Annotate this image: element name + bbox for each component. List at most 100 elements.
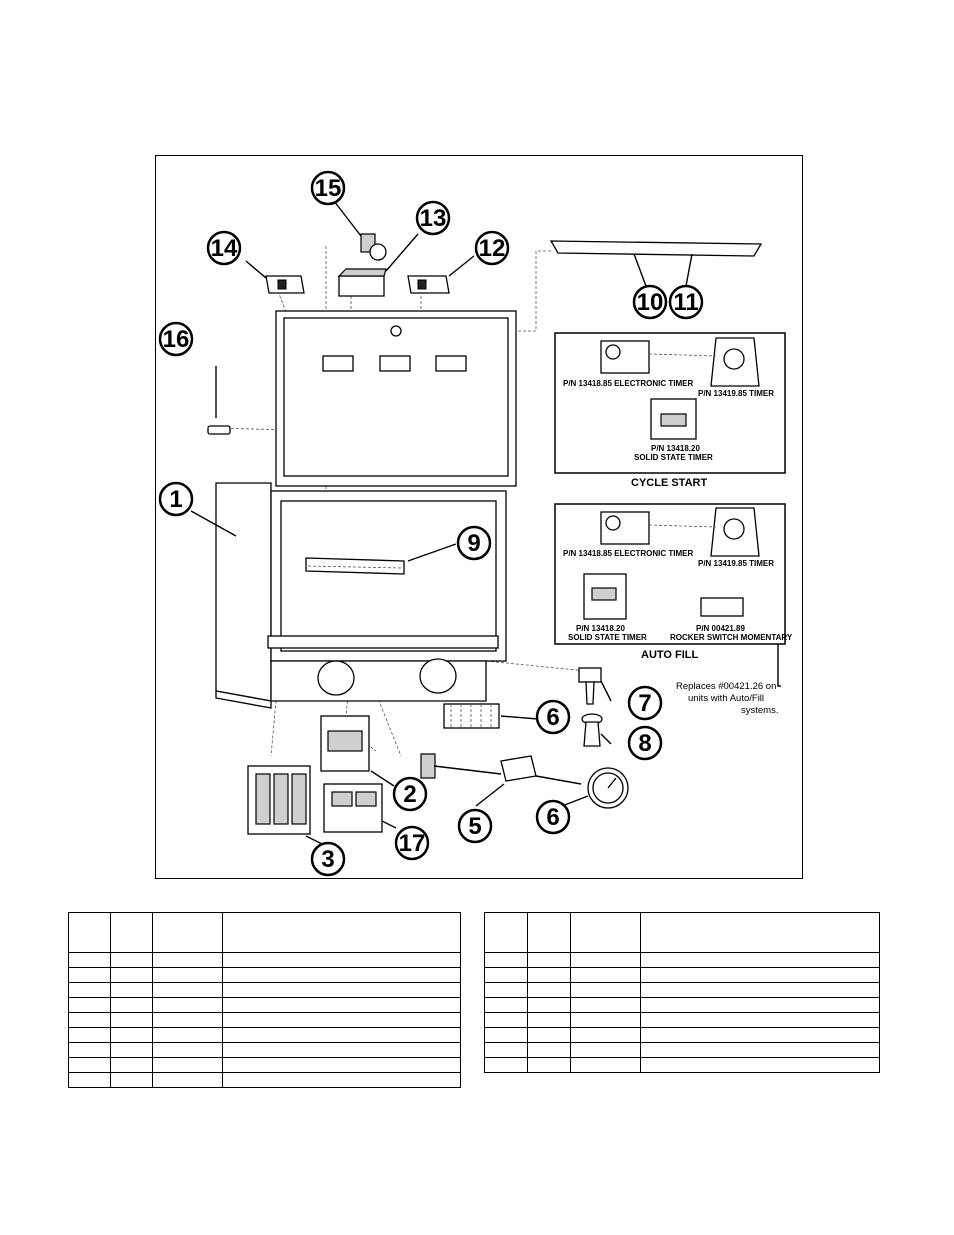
table-cell [109,1027,153,1043]
callout-label-6: 6 [546,804,559,831]
callout-label-6: 6 [546,704,559,731]
table-cell [109,912,153,953]
table-cell [569,1042,641,1058]
table-cell [109,1057,153,1073]
table-cell [221,1072,462,1088]
callout-label-3: 3 [321,846,334,873]
auto-solid-state-label: SOLID STATE TIMER [568,633,647,642]
terminal-block-6 [443,703,500,729]
table-cell [68,1057,111,1073]
table-row [484,982,881,998]
table-cell [68,1042,111,1058]
replaces-note: Replaces #00421.26 on units with Auto/Fi… [676,681,778,716]
callout-circle-5 [457,808,493,844]
callout-label-8: 8 [638,730,651,757]
note-line-3: systems. [741,705,778,716]
toggle-switch-7 [578,667,602,705]
lock-13 [337,268,387,297]
table-row [68,1042,462,1058]
cycle-electronic-timer: P/N 13418.85 ELECTRONIC TIMER [563,379,693,388]
table-row [68,1072,462,1088]
table-cell [221,997,462,1013]
table-cell [526,967,571,983]
table-cell [109,967,153,983]
table-cell [639,1012,881,1028]
table-cell [484,997,528,1013]
note-line-1: Replaces #00421.26 on [676,681,776,692]
callout-label-14: 14 [211,235,238,262]
table-cell [639,912,881,953]
table-cell [109,952,153,968]
cycle-start-box: P/N 13418.85 ELECTRONIC TIMER P/N 13419.… [554,332,786,489]
callout-circle-16 [158,321,194,357]
callout-circle-1 [158,481,194,517]
main-housing [215,482,507,709]
table-row [68,1057,462,1073]
table-cell [68,982,111,998]
table-cell [109,1072,153,1088]
callout-circle-15 [310,170,346,206]
table-cell [639,1057,881,1073]
table-cell [221,912,462,953]
table-cell [569,952,641,968]
table-cell [68,997,111,1013]
table-cell [526,952,571,968]
table-row [484,1027,881,1043]
parts-table-right [484,912,881,1073]
table-cell [569,912,641,953]
table-cell [639,982,881,998]
table-cell [569,967,641,983]
switch-14 [265,275,305,294]
auto-rocker-label: ROCKER SWITCH MOMENTARY [670,633,793,642]
cycle-timer: P/N 13419.85 TIMER [698,389,774,398]
table-header-row [484,912,881,953]
table-cell [221,952,462,968]
probe-5 [420,753,582,785]
table-cell [151,1057,223,1073]
table-row [68,1027,462,1043]
callout-circle-2 [392,776,428,812]
control-panel-door [275,310,517,487]
callout-circle-10 [632,284,668,320]
table-cell [109,997,153,1013]
overload-17 [323,783,383,833]
auto-fill-title: AUTO FILL [641,649,699,661]
table-cell [221,1057,462,1073]
table-row [68,967,462,983]
table-row [484,967,881,983]
table-cell [484,1012,528,1028]
table-cell [151,1042,223,1058]
callout-label-11: 11 [673,289,698,316]
table-cell [526,1012,571,1028]
table-cell [526,982,571,998]
table-cell [68,912,111,953]
table-cell [68,1072,111,1088]
cycle-start-title: CYCLE START [631,477,707,489]
callout-circle-8 [627,725,663,761]
callout-label-5: 5 [468,813,481,840]
callout-label-13: 13 [420,205,447,232]
switch-12 [407,275,450,294]
diagram-canvas: P/N 13418.85 ELECTRONIC TIMER P/N 13419.… [158,170,793,877]
table-cell [151,1072,223,1088]
table-cell [526,997,571,1013]
table-cell [569,1012,641,1028]
table-cell [151,982,223,998]
table-cell [151,1027,223,1043]
callout-circle-12 [474,230,510,266]
boot-8 [581,713,603,747]
table-cell [68,1012,111,1028]
callout-label-10: 10 [637,289,664,316]
table-cell [68,967,111,983]
note-line-2: units with Auto/Fill [688,693,764,704]
table-cell [484,982,528,998]
table-cell [221,967,462,983]
table-cell [484,1057,528,1073]
parts-table-left [68,912,462,1088]
table-cell [639,1027,881,1043]
table-cell [569,1057,641,1073]
table-row [68,997,462,1013]
table-cell [639,1042,881,1058]
table-cell [221,1012,462,1028]
